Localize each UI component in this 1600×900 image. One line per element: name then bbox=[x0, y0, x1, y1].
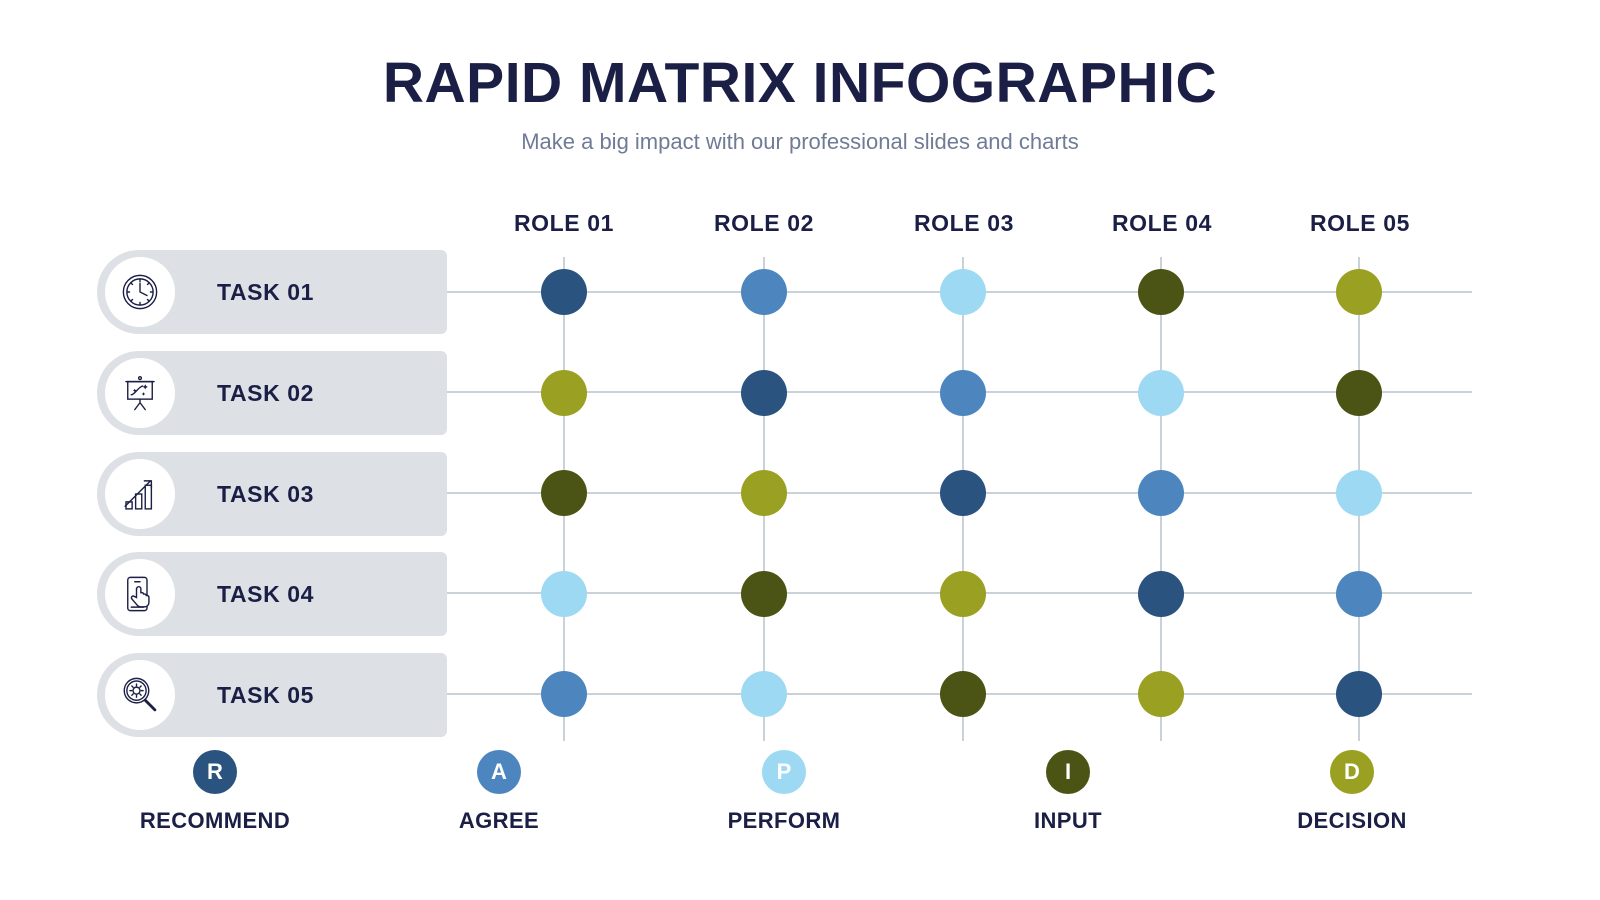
task-label-03: TASK 03 bbox=[217, 480, 315, 507]
task-label-01: TASK 01 bbox=[217, 278, 315, 305]
legend-label-input: INPUT bbox=[1034, 808, 1102, 833]
matrix-dot-r5c5[interactable] bbox=[1336, 671, 1382, 717]
task-row-01[interactable]: TASK 01 bbox=[97, 250, 447, 334]
matrix-dot-r2c3[interactable] bbox=[940, 370, 986, 416]
legend-label-recommend: RECOMMEND bbox=[139, 808, 291, 833]
matrix-dot-r1c2[interactable] bbox=[741, 269, 787, 315]
matrix-dot-r1c5[interactable] bbox=[1336, 269, 1382, 315]
matrix-dot-r1c4[interactable] bbox=[1138, 269, 1184, 315]
magnifier-gear-icon bbox=[105, 660, 175, 730]
matrix-dot-r5c3[interactable] bbox=[940, 671, 986, 717]
matrix-dot-r4c1[interactable] bbox=[541, 571, 587, 617]
matrix-dot-r4c2[interactable] bbox=[741, 571, 787, 617]
matrix-dot-r3c5[interactable] bbox=[1336, 470, 1382, 516]
page-subtitle: Make a big impact with our professional … bbox=[521, 128, 1079, 154]
matrix-dot-r5c1[interactable] bbox=[541, 671, 587, 717]
clock-icon bbox=[105, 257, 175, 327]
matrix-dot-r2c4[interactable] bbox=[1138, 370, 1184, 416]
column-header-role-01: ROLE 01 bbox=[513, 210, 615, 236]
column-header-role-03: ROLE 03 bbox=[913, 210, 1015, 236]
matrix-dot-r3c1[interactable] bbox=[541, 470, 587, 516]
legend-badge-p: P bbox=[762, 750, 806, 794]
mobile-tap-icon bbox=[105, 559, 175, 629]
matrix-dot-r4c5[interactable] bbox=[1336, 571, 1382, 617]
matrix-dot-r1c3[interactable] bbox=[940, 269, 986, 315]
task-row-04[interactable]: TASK 04 bbox=[97, 552, 447, 636]
page-header: RAPID MATRIX INFOGRAPHIC Make a big impa… bbox=[0, 0, 1600, 155]
matrix-dot-r1c1[interactable] bbox=[541, 269, 587, 315]
legend-badge-a: A bbox=[477, 750, 521, 794]
column-header-role-02: ROLE 02 bbox=[713, 210, 815, 236]
task-label-04: TASK 04 bbox=[217, 580, 315, 607]
presentation-chart-icon bbox=[105, 358, 175, 428]
legend-badge-r: R bbox=[193, 750, 237, 794]
matrix-dot-r5c4[interactable] bbox=[1138, 671, 1184, 717]
legend-badge-i: I bbox=[1046, 750, 1090, 794]
legend-label-agree: AGREE bbox=[458, 808, 540, 833]
task-row-02[interactable]: TASK 02 bbox=[97, 351, 447, 435]
task-row-03[interactable]: TASK 03 bbox=[97, 452, 447, 536]
matrix-dot-r4c3[interactable] bbox=[940, 571, 986, 617]
matrix-dot-r2c1[interactable] bbox=[541, 370, 587, 416]
page-title: RAPID MATRIX INFOGRAPHIC bbox=[382, 51, 1218, 115]
legend-item-agree[interactable]: A AGREE bbox=[369, 750, 629, 834]
matrix-dot-r5c2[interactable] bbox=[741, 671, 787, 717]
task-label-05: TASK 05 bbox=[217, 681, 315, 708]
legend-label-decision: DECISION bbox=[1297, 808, 1407, 833]
legend-item-decision[interactable]: D DECISION bbox=[1222, 750, 1482, 834]
task-row-05[interactable]: TASK 05 bbox=[97, 653, 447, 737]
legend-item-recommend[interactable]: R RECOMMEND bbox=[85, 750, 345, 834]
legend-item-perform[interactable]: P PERFORM bbox=[654, 750, 914, 834]
legend-label-perform: PERFORM bbox=[727, 808, 841, 833]
matrix-dot-r3c2[interactable] bbox=[741, 470, 787, 516]
column-header-role-04: ROLE 04 bbox=[1111, 210, 1213, 236]
task-label-02: TASK 02 bbox=[217, 379, 315, 406]
legend-item-input[interactable]: I INPUT bbox=[938, 750, 1198, 834]
matrix-dot-r3c4[interactable] bbox=[1138, 470, 1184, 516]
column-header-role-05: ROLE 05 bbox=[1309, 210, 1411, 236]
matrix-dot-r2c5[interactable] bbox=[1336, 370, 1382, 416]
matrix-dot-r2c2[interactable] bbox=[741, 370, 787, 416]
bar-chart-growth-icon bbox=[105, 459, 175, 529]
matrix-dot-r3c3[interactable] bbox=[940, 470, 986, 516]
matrix-dot-r4c4[interactable] bbox=[1138, 571, 1184, 617]
legend-badge-d: D bbox=[1330, 750, 1374, 794]
